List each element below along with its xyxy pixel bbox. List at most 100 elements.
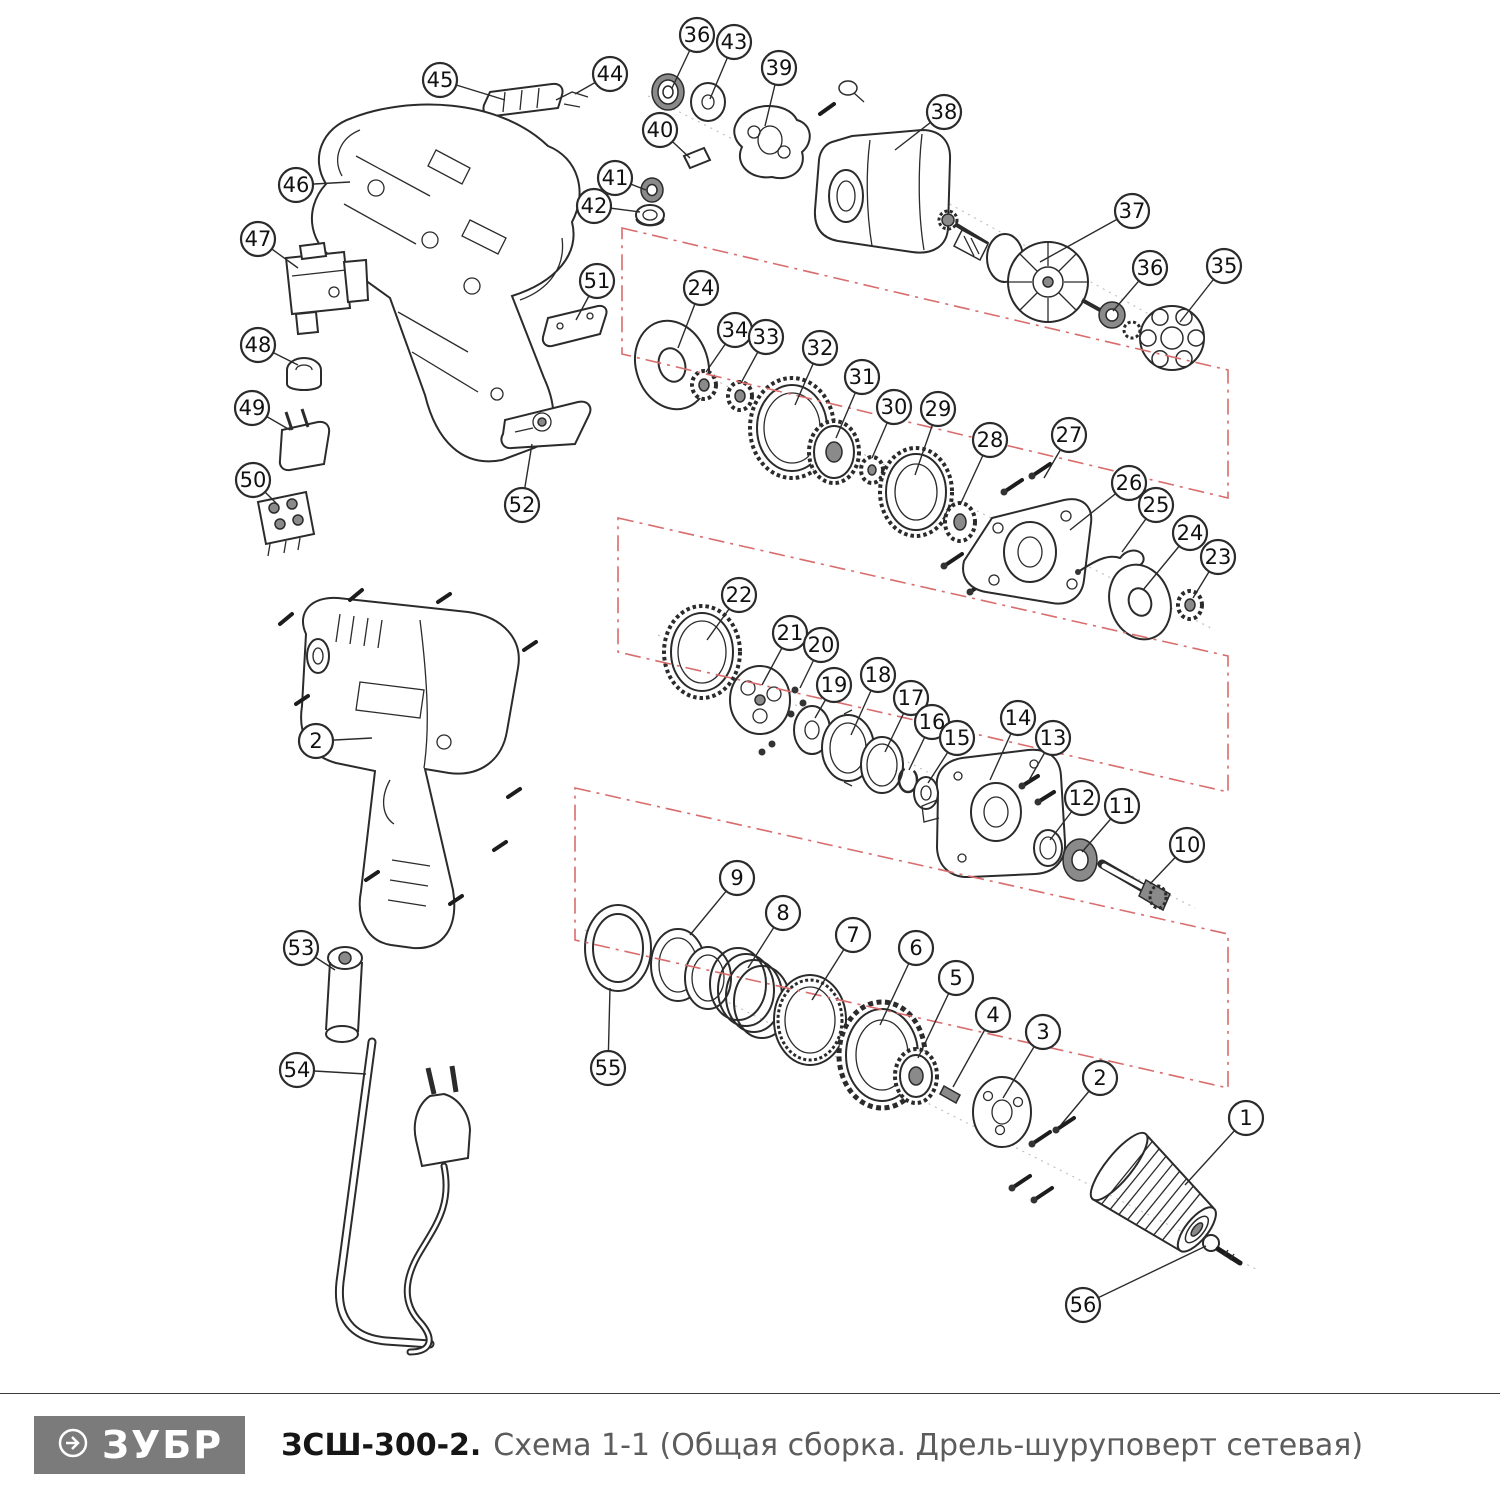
callout-24: 24 xyxy=(682,269,720,307)
part-plate-3 xyxy=(972,1076,1032,1148)
callout-11: 11 xyxy=(1103,787,1141,825)
callout-20: 20 xyxy=(802,626,840,664)
part-rear-bearing-36 xyxy=(1098,301,1142,340)
callout-48: 48 xyxy=(239,326,277,364)
svg-text:14: 14 xyxy=(1005,706,1032,730)
callout-32: 32 xyxy=(801,329,839,367)
svg-text:46: 46 xyxy=(283,173,310,197)
part-gear-5 xyxy=(893,1047,939,1105)
svg-text:45: 45 xyxy=(427,68,454,92)
part-ring-12 xyxy=(1033,829,1063,867)
callout-7: 7 xyxy=(834,916,872,954)
part-housing-screws xyxy=(278,588,538,906)
part-bearing-11 xyxy=(1062,838,1098,882)
svg-text:3: 3 xyxy=(1036,1020,1049,1044)
svg-text:55: 55 xyxy=(595,1056,622,1080)
part-clip-spring-44 xyxy=(555,91,589,108)
callout-4: 4 xyxy=(974,996,1012,1034)
brand-arrow-icon xyxy=(56,1426,90,1464)
callout-41: 41 xyxy=(596,159,634,197)
svg-text:9: 9 xyxy=(730,866,743,890)
callout-8: 8 xyxy=(764,894,802,932)
schema-caption: Схема 1-1 (Общая сборка. Дрель-шуруповер… xyxy=(493,1427,1364,1463)
callout-30: 30 xyxy=(875,388,913,426)
callout-6: 6 xyxy=(897,929,935,967)
exploded-parts-diagram: 4544364339384041424637475124363534333248… xyxy=(233,16,1265,1356)
callout-46: 46 xyxy=(277,166,315,204)
svg-text:2: 2 xyxy=(1093,1066,1106,1090)
svg-text:39: 39 xyxy=(766,56,793,80)
svg-text:22: 22 xyxy=(726,583,753,607)
part-washers-9 xyxy=(650,928,732,1010)
part-chuck-1 xyxy=(1089,1131,1217,1253)
part-washer-24a xyxy=(634,319,710,411)
footer: ЗУБР ЗСШ-300-2. Схема 1-1 (Общая сборка.… xyxy=(0,1393,1500,1474)
part-switch-47 xyxy=(284,241,370,336)
svg-text:44: 44 xyxy=(597,62,624,86)
part-washer-43 xyxy=(690,82,726,122)
callout-44: 44 xyxy=(591,55,629,93)
part-screw-56 xyxy=(1202,1234,1243,1266)
callout-23: 23 xyxy=(1199,538,1237,576)
part-pin-4 xyxy=(939,1084,961,1105)
brand-logo: ЗУБР xyxy=(34,1416,246,1474)
callout-45: 45 xyxy=(421,61,459,99)
part-pinion-34 xyxy=(690,369,718,401)
callout-12: 12 xyxy=(1063,779,1101,817)
svg-text:23: 23 xyxy=(1205,545,1232,569)
part-grip-cap-53 xyxy=(325,946,363,1043)
svg-text:13: 13 xyxy=(1040,726,1067,750)
callout-19: 19 xyxy=(815,666,853,704)
svg-text:43: 43 xyxy=(721,30,748,54)
svg-text:35: 35 xyxy=(1211,254,1238,278)
svg-text:24: 24 xyxy=(688,276,715,300)
callout-33: 33 xyxy=(747,318,785,356)
callout-22: 22 xyxy=(720,576,758,614)
svg-text:25: 25 xyxy=(1143,493,1170,517)
svg-text:21: 21 xyxy=(777,621,804,645)
part-washer-55 xyxy=(584,904,652,992)
svg-text:27: 27 xyxy=(1056,423,1083,447)
callout-9: 9 xyxy=(718,859,756,897)
svg-text:49: 49 xyxy=(239,396,266,420)
part-front-bearing-36 xyxy=(651,73,685,111)
callout-27: 27 xyxy=(1050,416,1088,454)
svg-text:38: 38 xyxy=(931,100,958,124)
svg-text:19: 19 xyxy=(821,673,848,697)
svg-text:37: 37 xyxy=(1119,199,1146,223)
callout-36: 36 xyxy=(1131,249,1169,287)
part-pinion-33 xyxy=(726,380,754,412)
part-motor-terminal xyxy=(818,80,865,116)
part-carrier-21 xyxy=(729,665,791,735)
svg-text:36: 36 xyxy=(1137,256,1164,280)
callout-2: 2 xyxy=(1081,1059,1119,1097)
svg-text:20: 20 xyxy=(808,633,835,657)
callout-29: 29 xyxy=(919,390,957,428)
callout-31: 31 xyxy=(843,358,881,396)
part-pins-20 xyxy=(758,686,807,756)
part-screws-2b xyxy=(1008,1116,1076,1204)
callout-53: 53 xyxy=(282,929,320,967)
callout-56: 56 xyxy=(1064,1286,1102,1324)
svg-text:33: 33 xyxy=(753,325,780,349)
brand-name: ЗУБР xyxy=(102,1423,224,1467)
callout-49: 49 xyxy=(233,389,271,427)
part-switch-block-50 xyxy=(256,490,316,557)
callout-10: 10 xyxy=(1168,826,1206,864)
part-ring-17 xyxy=(860,736,904,794)
callout-24: 24 xyxy=(1171,514,1209,552)
callout-13: 13 xyxy=(1034,719,1072,757)
svg-text:12: 12 xyxy=(1069,786,1096,810)
part-pinion-30 xyxy=(859,455,885,485)
svg-text:1: 1 xyxy=(1239,1106,1252,1130)
part-armature-37 xyxy=(937,209,1101,323)
part-gear-31 xyxy=(807,419,861,485)
callout-47: 47 xyxy=(239,220,277,258)
callout-40: 40 xyxy=(641,111,679,149)
callout-18: 18 xyxy=(859,656,897,694)
callout-26: 26 xyxy=(1110,464,1148,502)
callout-39: 39 xyxy=(760,49,798,87)
part-drill-body-2 xyxy=(300,596,520,950)
part-bit-clip-45 xyxy=(482,82,564,118)
